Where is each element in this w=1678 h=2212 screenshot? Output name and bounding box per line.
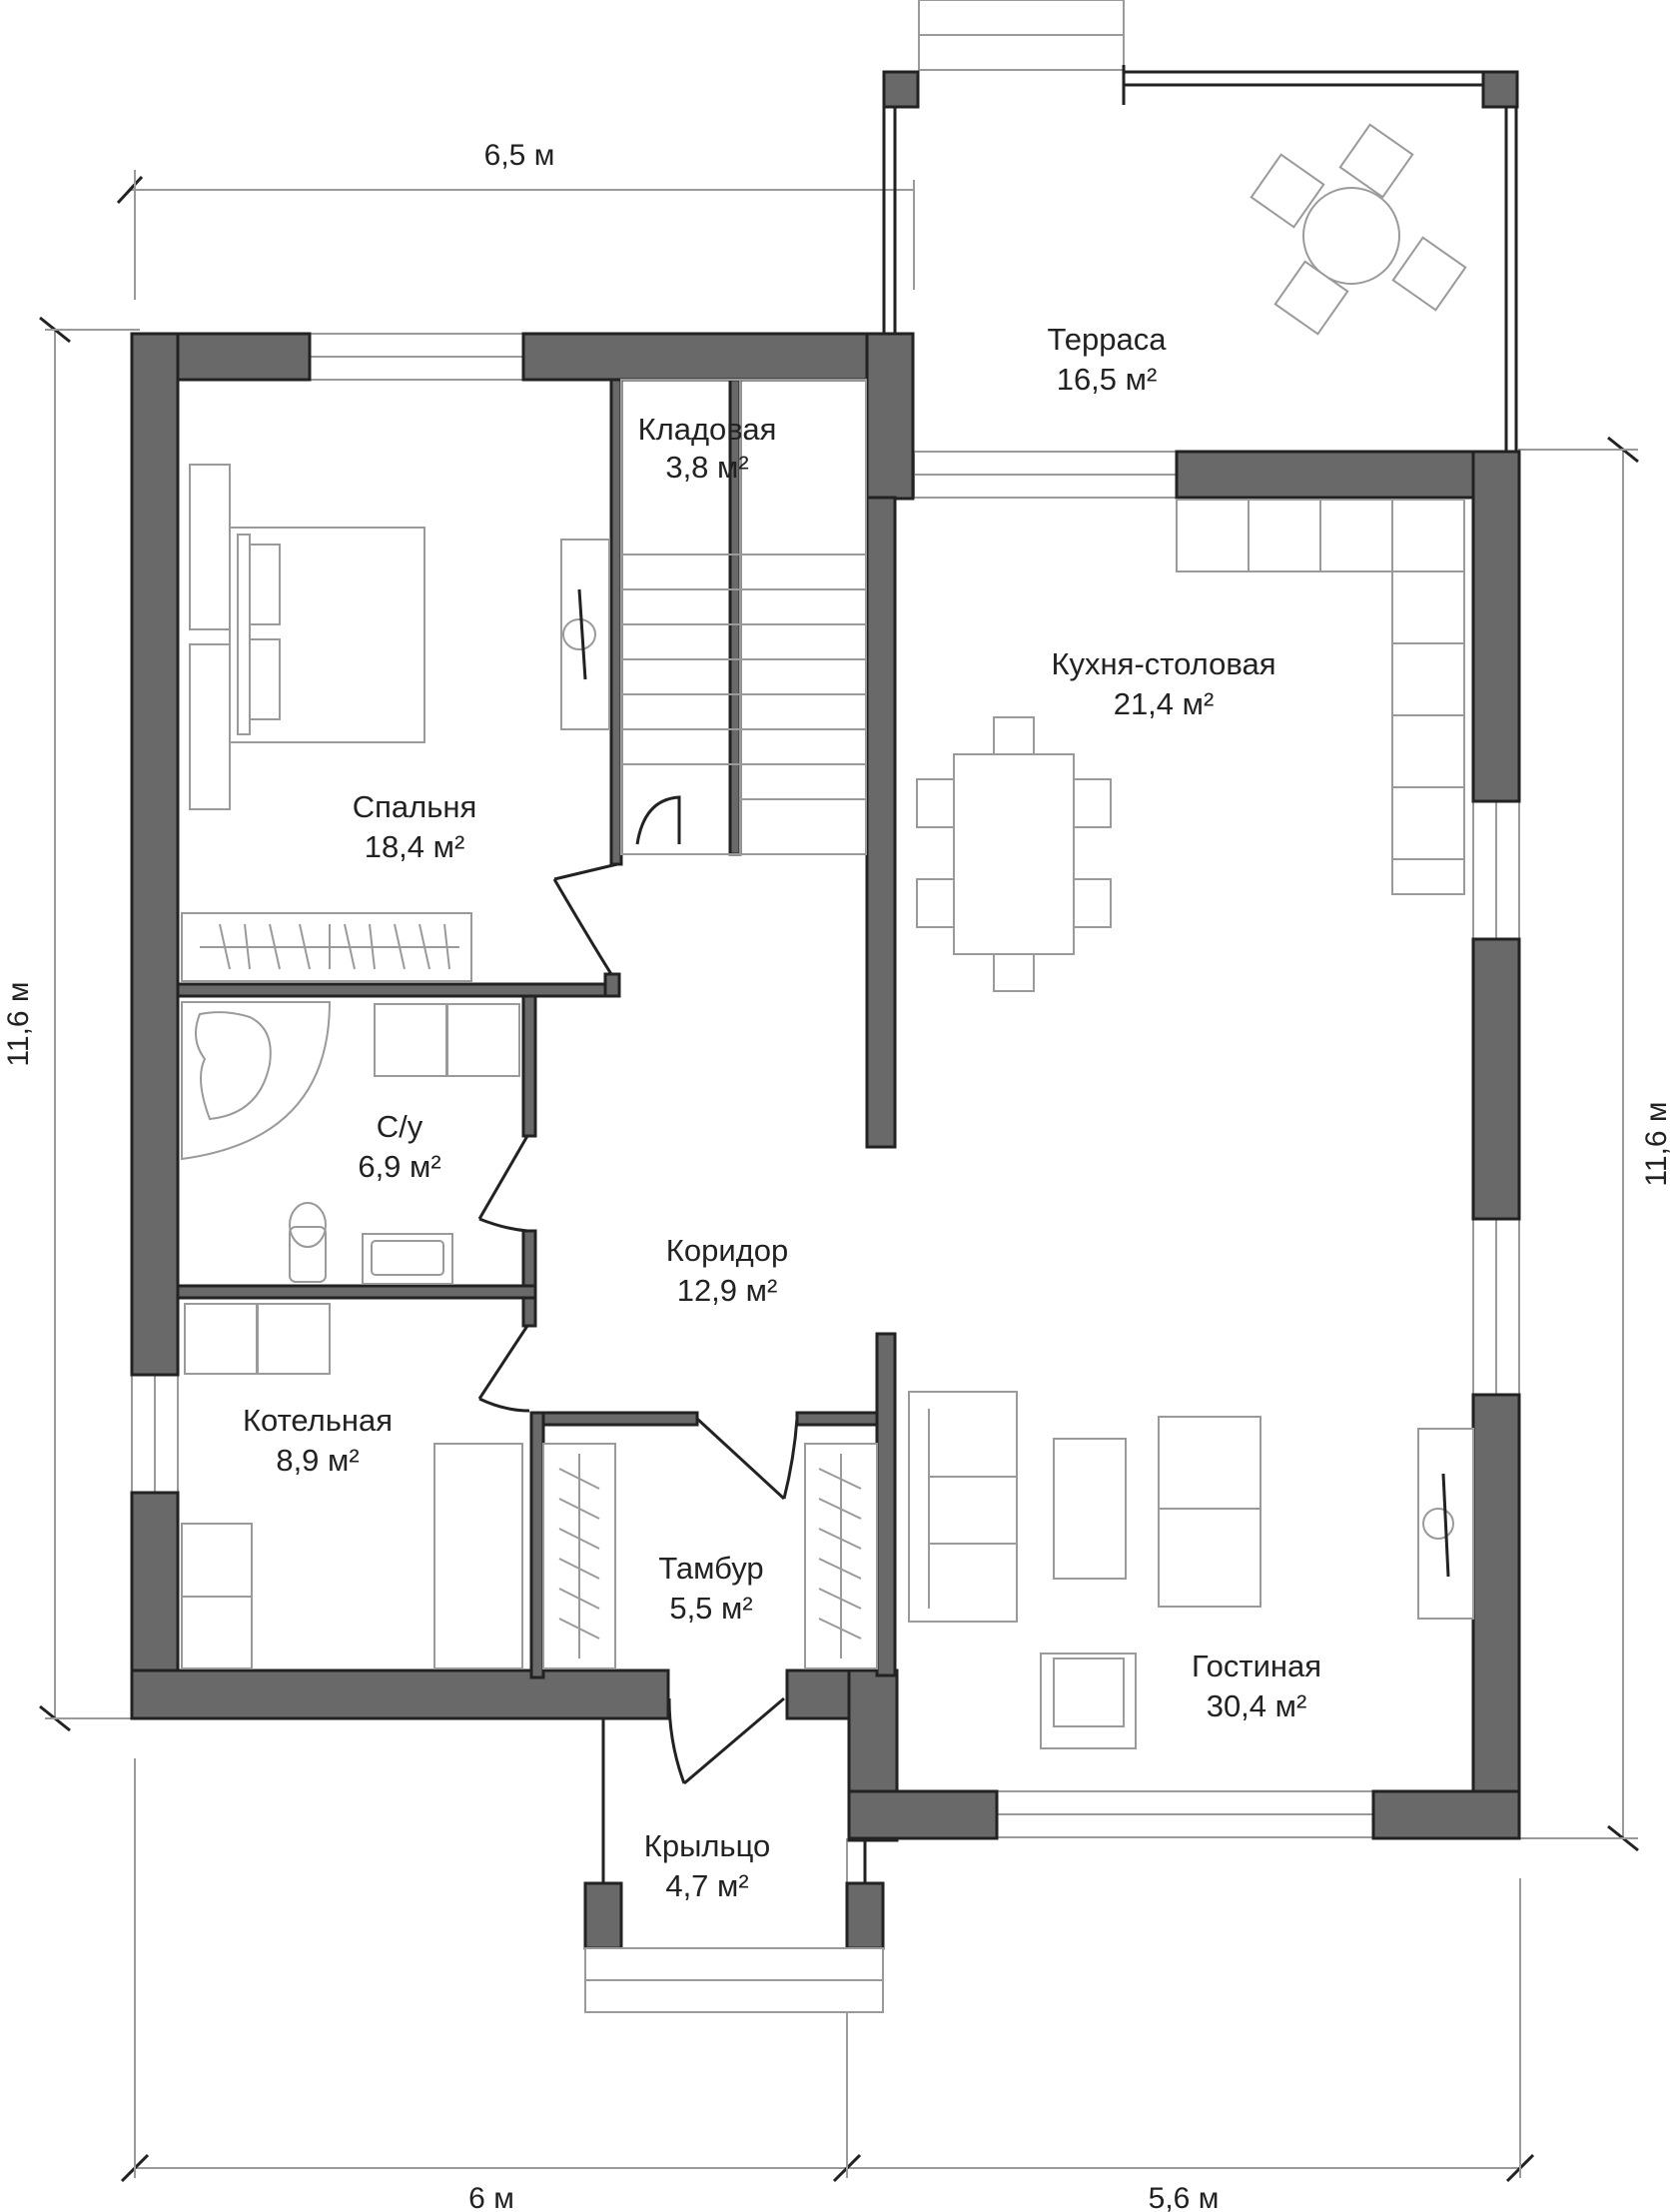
counter <box>1391 858 1465 895</box>
boiler-furniture <box>181 1303 523 1669</box>
dim-bottom-right: 5,6 м <box>1149 2182 1220 2212</box>
bed-headboard <box>237 534 251 735</box>
bedroom-furniture <box>181 464 610 982</box>
staircase <box>620 379 867 855</box>
room-area: 8,9 м² <box>276 1443 359 1478</box>
terrace-chair <box>1273 260 1349 336</box>
terrace-chair <box>1391 236 1467 312</box>
washing-machine <box>374 1003 447 1077</box>
room-area: 5,5 м² <box>669 1591 752 1626</box>
porch <box>584 1718 884 2013</box>
counter <box>1391 786 1465 860</box>
room-area: 16,5 м² <box>1057 362 1158 397</box>
room-name: Коридор <box>666 1233 788 1268</box>
dining-chair <box>1073 778 1112 828</box>
bathtub <box>181 1001 332 1161</box>
nightstand <box>189 643 231 810</box>
armchair <box>1040 1653 1137 1749</box>
sofa <box>908 1391 1018 1623</box>
room-name: С/у <box>377 1109 423 1144</box>
boiler-unit <box>257 1303 331 1375</box>
dim-bottom-left: 6 м <box>468 2182 514 2212</box>
terrace-chair <box>1250 153 1325 229</box>
dining-chair <box>916 778 955 828</box>
room-name: Крыльцо <box>644 1828 770 1863</box>
dim-right: 11,6 м <box>1640 1101 1673 1186</box>
washing-machine <box>446 1003 520 1077</box>
tv-stand <box>560 539 610 730</box>
pillow <box>249 544 281 625</box>
room-labels: Терраса 16,5 м² Кладовая 3,8 м² Спальня … <box>243 322 1321 1903</box>
bathroom-furniture <box>181 1001 520 1285</box>
dining-chair <box>1073 878 1112 928</box>
counter <box>1319 499 1393 572</box>
room-area: 18,4 м² <box>365 829 465 864</box>
room-name: Кладовая <box>638 412 777 447</box>
terrace <box>882 0 1519 455</box>
terrace-table <box>1302 187 1400 285</box>
dining-chair <box>916 878 955 928</box>
nightstand <box>189 464 231 630</box>
pillow <box>249 638 281 720</box>
room-area: 6,9 м² <box>358 1149 440 1184</box>
boiler-unit <box>184 1303 258 1375</box>
dining-chair <box>993 716 1035 755</box>
room-area: 30,4 м² <box>1207 1688 1307 1723</box>
room-area: 21,4 м² <box>1114 686 1215 721</box>
wardrobe-hangers <box>200 923 459 970</box>
room-name: Гостиная <box>1192 1649 1321 1683</box>
room-name: Тамбур <box>658 1551 763 1586</box>
coffee-table <box>1053 1438 1127 1580</box>
tv <box>1422 1508 1454 1540</box>
room-area: 3,8 м² <box>665 450 748 485</box>
kitchen-furniture <box>916 499 1465 992</box>
sofa <box>1158 1416 1261 1608</box>
dim-left: 11,6 м <box>2 981 35 1066</box>
tv <box>562 618 596 650</box>
counter <box>1248 499 1321 572</box>
doors <box>477 795 799 1785</box>
room-area: 4,7 м² <box>665 1868 748 1903</box>
room-name: Спальня <box>353 789 477 824</box>
room-area: 12,9 м² <box>677 1273 778 1308</box>
vestibule-furniture <box>542 1443 878 1669</box>
counter <box>1391 642 1465 716</box>
dimension-lines <box>39 170 1639 2183</box>
room-name: Кухня-столовая <box>1051 646 1275 681</box>
terrace-chair <box>1338 123 1414 199</box>
counter <box>1391 499 1465 572</box>
tank <box>433 1443 523 1669</box>
dining-table <box>953 753 1075 955</box>
room-name: Терраса <box>1048 322 1168 357</box>
room-name: Котельная <box>243 1403 393 1438</box>
counter <box>1391 714 1465 788</box>
dim-top: 6,5 м <box>484 139 555 172</box>
dining-chair <box>993 953 1035 992</box>
toilet <box>289 1226 327 1283</box>
living-furniture <box>908 1391 1474 1749</box>
counter <box>1176 499 1250 572</box>
counter <box>1391 570 1465 644</box>
windows <box>131 333 1520 1838</box>
